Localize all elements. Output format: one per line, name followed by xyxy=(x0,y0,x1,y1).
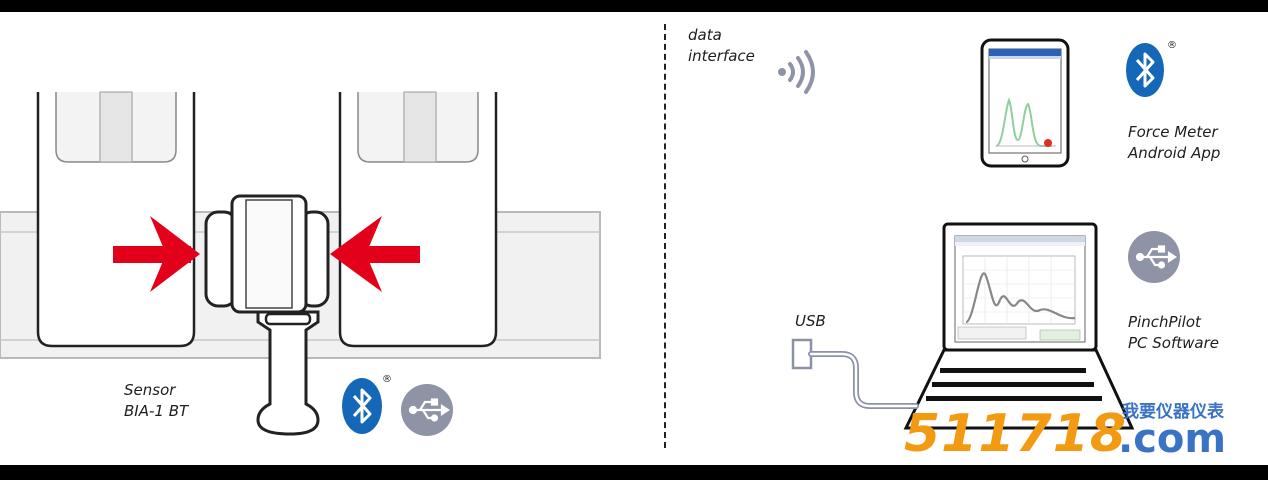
usb-cable xyxy=(791,338,919,409)
tablet-device xyxy=(980,38,1070,168)
watermark-number: 511718 xyxy=(904,404,1128,464)
data-interface-label: data interface xyxy=(688,25,755,67)
data-interface-line2: interface xyxy=(688,47,755,65)
bluetooth-icon-tablet xyxy=(1126,43,1164,97)
right-jaw xyxy=(338,91,498,348)
android-app-line2: Android App xyxy=(1128,144,1221,162)
pc-software-line1: PinchPilot xyxy=(1128,313,1201,331)
registered-mark-tablet: ® xyxy=(1167,40,1177,51)
watermark-chinese: 我要仪器仪表 xyxy=(1122,402,1224,422)
usb-icon xyxy=(401,384,453,436)
usb-icon-laptop xyxy=(1128,231,1180,283)
left-jaw xyxy=(36,91,196,348)
pc-software-line2: PC Software xyxy=(1128,334,1220,352)
bottom-black-bar xyxy=(0,465,1268,480)
section-divider xyxy=(664,24,666,448)
pressure-arrow-right-icon xyxy=(330,216,420,292)
top-black-bar xyxy=(0,0,1268,12)
registered-mark: ® xyxy=(382,374,392,385)
android-app-label: Force Meter Android App xyxy=(1128,122,1220,164)
sensor-label-line2: BIA-1 BT xyxy=(124,402,189,420)
laptop-device xyxy=(903,222,1135,430)
pressure-arrow-left-icon xyxy=(113,216,200,292)
android-app-line1: Force Meter xyxy=(1128,123,1218,141)
pc-software-label: PinchPilot PC Software xyxy=(1128,312,1219,354)
sensor-label-line1: Sensor xyxy=(124,381,176,399)
sensor-label: Sensor BIA-1 BT xyxy=(124,380,188,422)
data-interface-line1: data xyxy=(688,26,722,44)
usb-label: USB xyxy=(795,312,826,330)
sensor-device xyxy=(204,194,330,436)
wireless-signal-icon xyxy=(778,50,815,94)
watermark-domain: .com xyxy=(1118,416,1227,462)
bluetooth-icon xyxy=(342,378,382,434)
